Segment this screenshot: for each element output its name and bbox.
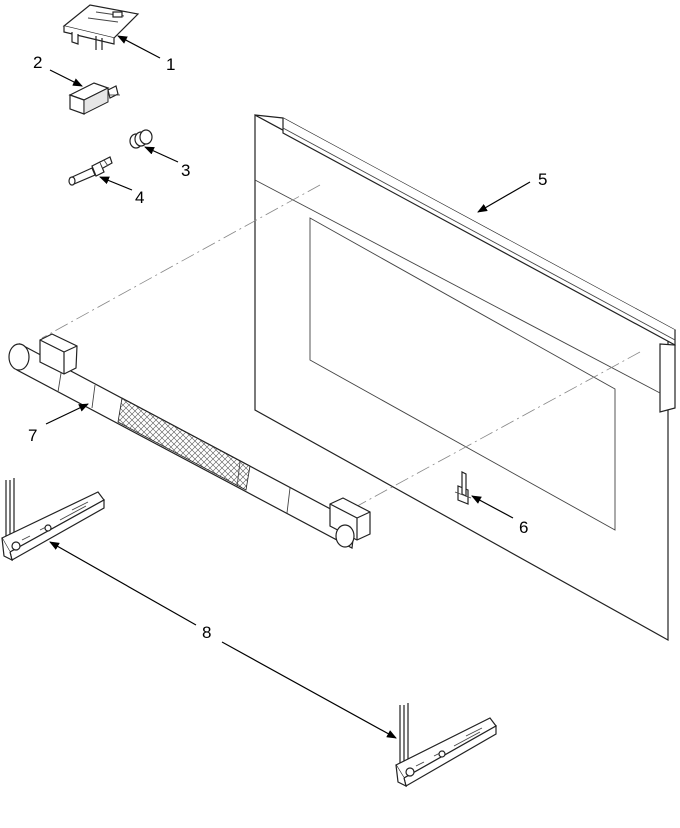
part-6-handle-clip: [454, 471, 472, 505]
callout-6: 6: [519, 518, 528, 537]
callout-4: 4: [135, 188, 144, 207]
callout-8: 8: [202, 623, 211, 642]
callout-3: 3: [181, 161, 190, 180]
part-1-switch-bracket: [62, 4, 140, 50]
part-7-door-handle: [8, 333, 371, 549]
part-4-plunger: [68, 156, 113, 186]
leader-arrows: [45, 35, 531, 739]
callout-2: 2: [33, 53, 42, 72]
part-8-hinge-left: [1, 478, 105, 562]
callout-1: 1: [166, 55, 175, 74]
assembly-lines: [41, 184, 641, 511]
callout-5: 5: [538, 170, 547, 189]
part-2-door-switch: [68, 82, 120, 115]
part-3-spring: [129, 129, 153, 149]
part-8-hinge-right: [395, 703, 497, 788]
part-5-door-panel: [254, 113, 676, 642]
callout-7: 7: [28, 426, 37, 445]
